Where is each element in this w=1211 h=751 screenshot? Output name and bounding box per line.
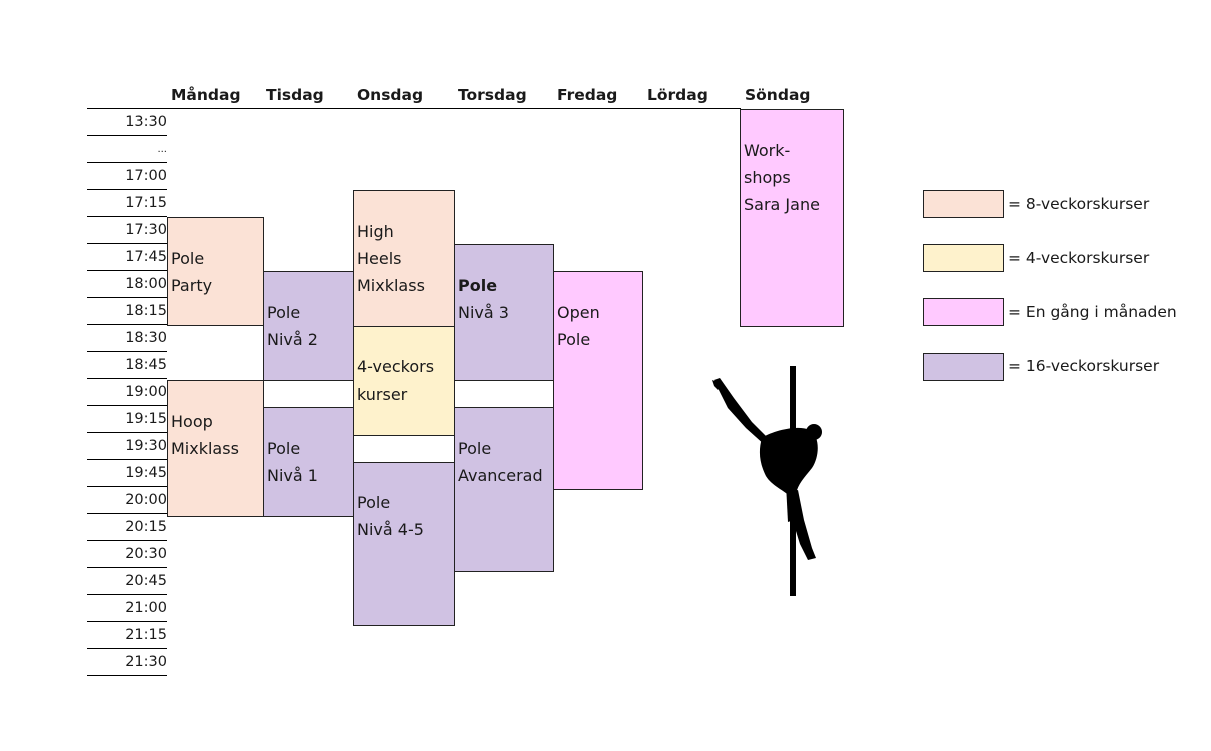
- time-slot: 19:00: [87, 379, 167, 406]
- legend-label-8-weeks: = 8-veckorskurser: [1008, 195, 1150, 213]
- class-label: High: [357, 222, 394, 241]
- legend-label-16-weeks: = 16-veckorskurser: [1008, 357, 1160, 375]
- class-label: Pole: [357, 493, 391, 512]
- time-slot: 17:15: [87, 190, 167, 217]
- time-slot: 19:45: [87, 460, 167, 487]
- time-slot: 18:00: [87, 271, 167, 298]
- class-block-pole-niva-4-5[interactable]: Pole Nivå 4-5: [353, 462, 455, 626]
- legend-label-4-weeks: = 4-veckorskurser: [1008, 249, 1150, 267]
- class-block-high-heels-mixklass[interactable]: High Heels Mixklass: [353, 190, 455, 327]
- time-slot: 19:15: [87, 406, 167, 433]
- class-block-pole-niva-3[interactable]: Pole Nivå 3: [454, 244, 554, 381]
- time-slot: 20:45: [87, 568, 167, 595]
- time-slot: 18:30: [87, 325, 167, 352]
- class-label: shops: [744, 168, 791, 187]
- legend-swatch-16-weeks: [923, 353, 1004, 381]
- class-label: Nivå 2: [267, 330, 318, 349]
- time-slot: 21:30: [87, 649, 167, 676]
- day-header-lordag: Lördag: [647, 86, 708, 104]
- legend-swatch-4-weeks: [923, 244, 1004, 272]
- time-slot: 17:45: [87, 244, 167, 271]
- class-label: Party: [171, 276, 213, 295]
- class-block-4-veckors-kurser[interactable]: 4-veckors kurser: [353, 326, 455, 436]
- class-label: Nivå 4-5: [357, 520, 424, 539]
- time-slot: 17:30: [87, 217, 167, 244]
- class-block-workshops-sara-jane[interactable]: Work- shops Sara Jane: [740, 109, 844, 327]
- class-block-pole-niva-2[interactable]: Pole Nivå 2: [263, 271, 354, 381]
- class-label: Pole: [458, 276, 498, 295]
- legend-label-monthly: = En gång i månaden: [1008, 303, 1177, 321]
- class-label: Nivå 1: [267, 466, 318, 485]
- time-slot: 21:15: [87, 622, 167, 649]
- day-header-mandag: Måndag: [171, 86, 241, 104]
- header-divider: [87, 108, 741, 109]
- empty-slot: [454, 380, 554, 408]
- class-label: Work-: [744, 141, 791, 160]
- day-header-torsdag: Torsdag: [458, 86, 527, 104]
- class-label: Pole: [267, 439, 301, 458]
- pole-dancer-silhouette-icon: [712, 366, 822, 596]
- class-label: Pole: [458, 439, 492, 458]
- class-label: Open: [557, 303, 600, 322]
- day-header-fredag: Fredag: [557, 86, 618, 104]
- class-block-pole-avancerad[interactable]: Pole Avancerad: [454, 407, 554, 572]
- class-label: Pole: [557, 330, 591, 349]
- time-slot: 20:30: [87, 541, 167, 568]
- day-header-onsdag: Onsdag: [357, 86, 424, 104]
- class-block-pole-party[interactable]: Pole Party: [167, 217, 264, 326]
- time-slot: 18:45: [87, 352, 167, 379]
- time-slot: 13:30: [87, 109, 167, 136]
- legend-swatch-8-weeks: [923, 190, 1004, 218]
- class-label: Pole: [171, 249, 205, 268]
- time-slot: 20:00: [87, 487, 167, 514]
- time-slot: 19:30: [87, 433, 167, 460]
- class-label: Pole: [267, 303, 301, 322]
- class-label: kurser: [357, 385, 408, 404]
- class-block-hoop-mixklass[interactable]: Hoop Mixklass: [167, 380, 264, 517]
- class-label: Heels: [357, 249, 402, 268]
- day-header-sondag: Söndag: [745, 86, 811, 104]
- class-label: Nivå 3: [458, 303, 509, 322]
- class-label: Avancerad: [458, 466, 543, 485]
- time-slot: 17:00: [87, 163, 167, 190]
- empty-slot: [353, 435, 455, 463]
- class-label: Sara Jane: [744, 195, 820, 214]
- class-label: 4-veckors: [357, 357, 435, 376]
- class-label: Mixklass: [357, 276, 425, 295]
- time-slot: ...: [87, 136, 167, 163]
- legend-swatch-monthly: [923, 298, 1004, 326]
- class-block-open-pole[interactable]: Open Pole: [553, 271, 643, 490]
- class-block-pole-niva-1[interactable]: Pole Nivå 1: [263, 407, 354, 517]
- day-header-tisdag: Tisdag: [266, 86, 324, 104]
- time-slot: 18:15: [87, 298, 167, 325]
- class-label: Hoop: [171, 412, 213, 431]
- time-slot: 20:15: [87, 514, 167, 541]
- class-label: Mixklass: [171, 439, 239, 458]
- time-slot: 21:00: [87, 595, 167, 622]
